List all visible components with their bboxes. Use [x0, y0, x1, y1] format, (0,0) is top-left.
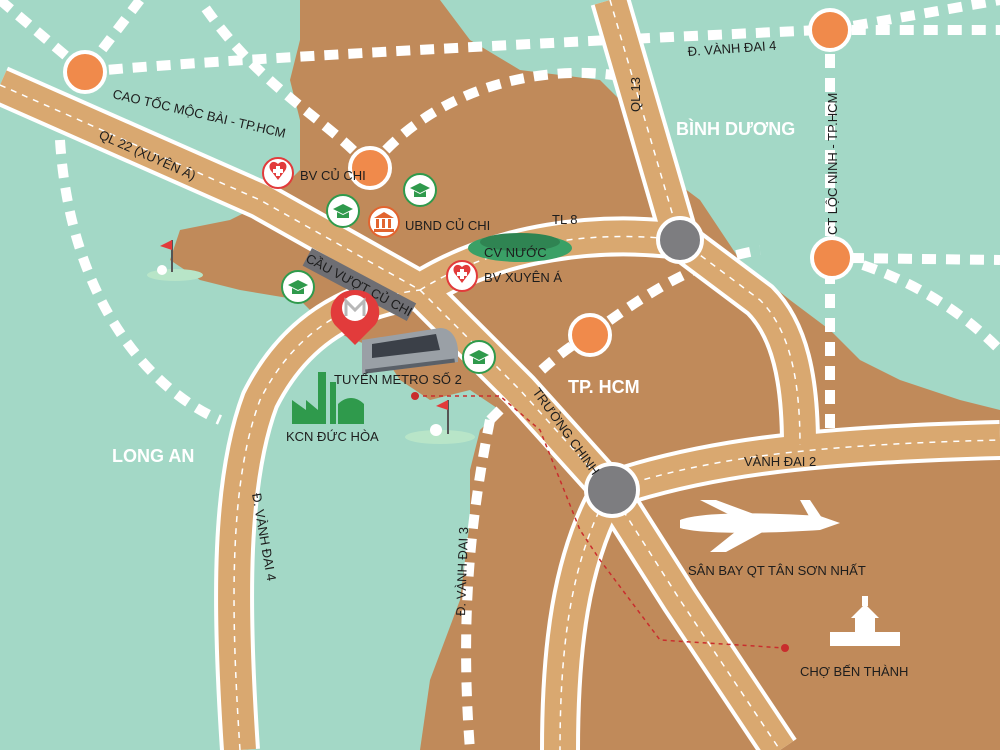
orange-nodes — [63, 8, 854, 357]
label-ct-loc-ninh: CT LỘC NINH - TP.HCM — [825, 93, 840, 235]
label-tl8: TL 8 — [552, 212, 578, 227]
junction-vanh-dai-2 — [584, 462, 640, 518]
junction-ql13 — [656, 216, 704, 264]
airplane-icon — [680, 500, 840, 552]
region-tp-hcm: TP. HCM — [568, 377, 640, 397]
node-orange-3 — [808, 8, 852, 52]
metro-train-icon — [362, 328, 458, 374]
label-vanh-dai-2: VÀNH ĐAI 2 — [744, 454, 816, 469]
government-icon — [368, 206, 400, 238]
poi-bv-xuyen-a: BV XUYÊN Á — [484, 270, 562, 285]
metro-route-start — [411, 392, 419, 400]
golf-icon-1 — [147, 240, 203, 281]
school-icon-2 — [326, 194, 360, 228]
node-orange-4 — [810, 236, 854, 280]
factory-icon — [292, 372, 364, 424]
vanh-dai-3-road — [461, 419, 495, 750]
poi-ubnd: UBND CỦ CHI — [405, 218, 490, 233]
region-long-an: LONG AN — [112, 446, 194, 466]
school-icon-4 — [462, 340, 496, 374]
east-dash-right — [849, 253, 1000, 265]
school-icon-1 — [403, 173, 437, 207]
poi-cho-ben-thanh: CHỢ BẾN THÀNH — [800, 664, 908, 679]
poi-kcn: KCN ĐỨC HÒA — [286, 429, 379, 444]
hospital-icon-xuyen-a — [446, 260, 478, 292]
poi-cv-nuoc: CV NƯỚC — [484, 245, 547, 260]
vanh-dai-4-top-road — [84, 25, 1000, 77]
arc-north — [366, 67, 642, 172]
location-pin-icon — [330, 290, 380, 345]
arc-hcm — [587, 245, 761, 340]
poi-bv-cu-chi: BV CỦ CHI — [300, 168, 366, 183]
top-dash-east — [829, 0, 1000, 35]
arc-east — [838, 253, 1000, 354]
school-icon-3 — [281, 270, 315, 304]
ql22-road — [0, 70, 794, 750]
label-ql13: QL 13 — [628, 77, 643, 112]
hospital-icon-cu-chi — [262, 157, 294, 189]
node-orange-5 — [568, 313, 612, 357]
poi-san-bay: SÂN BAY QT TÂN SƠN NHẤT — [688, 563, 866, 578]
label-vanh-dai-4-top: Đ. VÀNH ĐAI 4 — [687, 38, 777, 59]
node-orange-1 — [63, 50, 107, 94]
poi-metro: TUYẾN METRO SỐ 2 — [334, 372, 462, 387]
top-left-dash — [0, 0, 89, 76]
golf-icon-2 — [405, 400, 475, 444]
arc-tl8-upper — [195, 0, 374, 172]
park-icon — [468, 233, 572, 262]
node-orange-2 — [348, 146, 392, 190]
market-icon — [830, 596, 900, 646]
metro-route-end — [781, 644, 789, 652]
label-vanh-dai-3: Đ. VÀNH ĐAI 3 — [453, 527, 471, 616]
region-binh-duong: BÌNH DƯƠNG — [676, 118, 795, 139]
arc-northwest — [55, 139, 222, 425]
